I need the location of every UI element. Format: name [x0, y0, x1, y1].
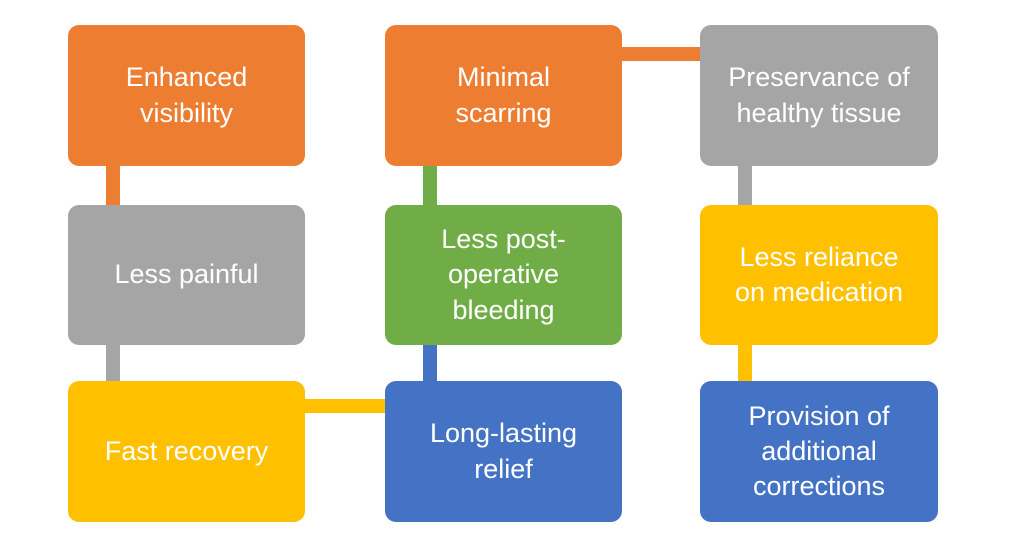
connector-scarring-to-preservance: [619, 47, 703, 61]
box-fast-recovery: Fast recovery: [68, 381, 305, 522]
box-less-bleeding: Less post- operative bleeding: [385, 205, 622, 345]
connector-medication-to-corrections: [738, 342, 752, 384]
box-long-lasting-relief: Long-lasting relief: [385, 381, 622, 522]
box-label: Less reliance on medication: [734, 241, 904, 307]
box-less-painful: Less painful: [68, 205, 305, 345]
box-additional-corrections: Provision of additional corrections: [700, 381, 938, 522]
box-label: Provision of additional corrections: [748, 400, 890, 502]
connector-less-painful-to-fast-recovery: [106, 342, 120, 384]
box-label: Long-lasting relief: [429, 418, 578, 484]
box-label: Minimal scarring: [455, 62, 552, 128]
box-label: Enhanced visibility: [125, 62, 248, 128]
box-label: Fast recovery: [104, 435, 269, 466]
connector-enhanced-to-less-painful: [106, 163, 120, 208]
connector-fast-recovery-to-relief: [302, 399, 388, 413]
connector-bleeding-to-scarring: [423, 163, 437, 208]
box-minimal-scarring: Minimal scarring: [385, 25, 622, 166]
box-label: Less painful: [114, 259, 259, 290]
connector-preservance-to-medication: [738, 163, 752, 208]
box-preservance-tissue: Preservance of healthy tissue: [700, 25, 938, 166]
box-less-medication: Less reliance on medication: [700, 205, 938, 345]
connector-relief-to-bleeding: [423, 342, 437, 384]
box-enhanced-visibility: Enhanced visibility: [68, 25, 305, 166]
box-label: Preservance of healthy tissue: [728, 62, 910, 128]
box-label: Less post- operative bleeding: [441, 224, 566, 325]
